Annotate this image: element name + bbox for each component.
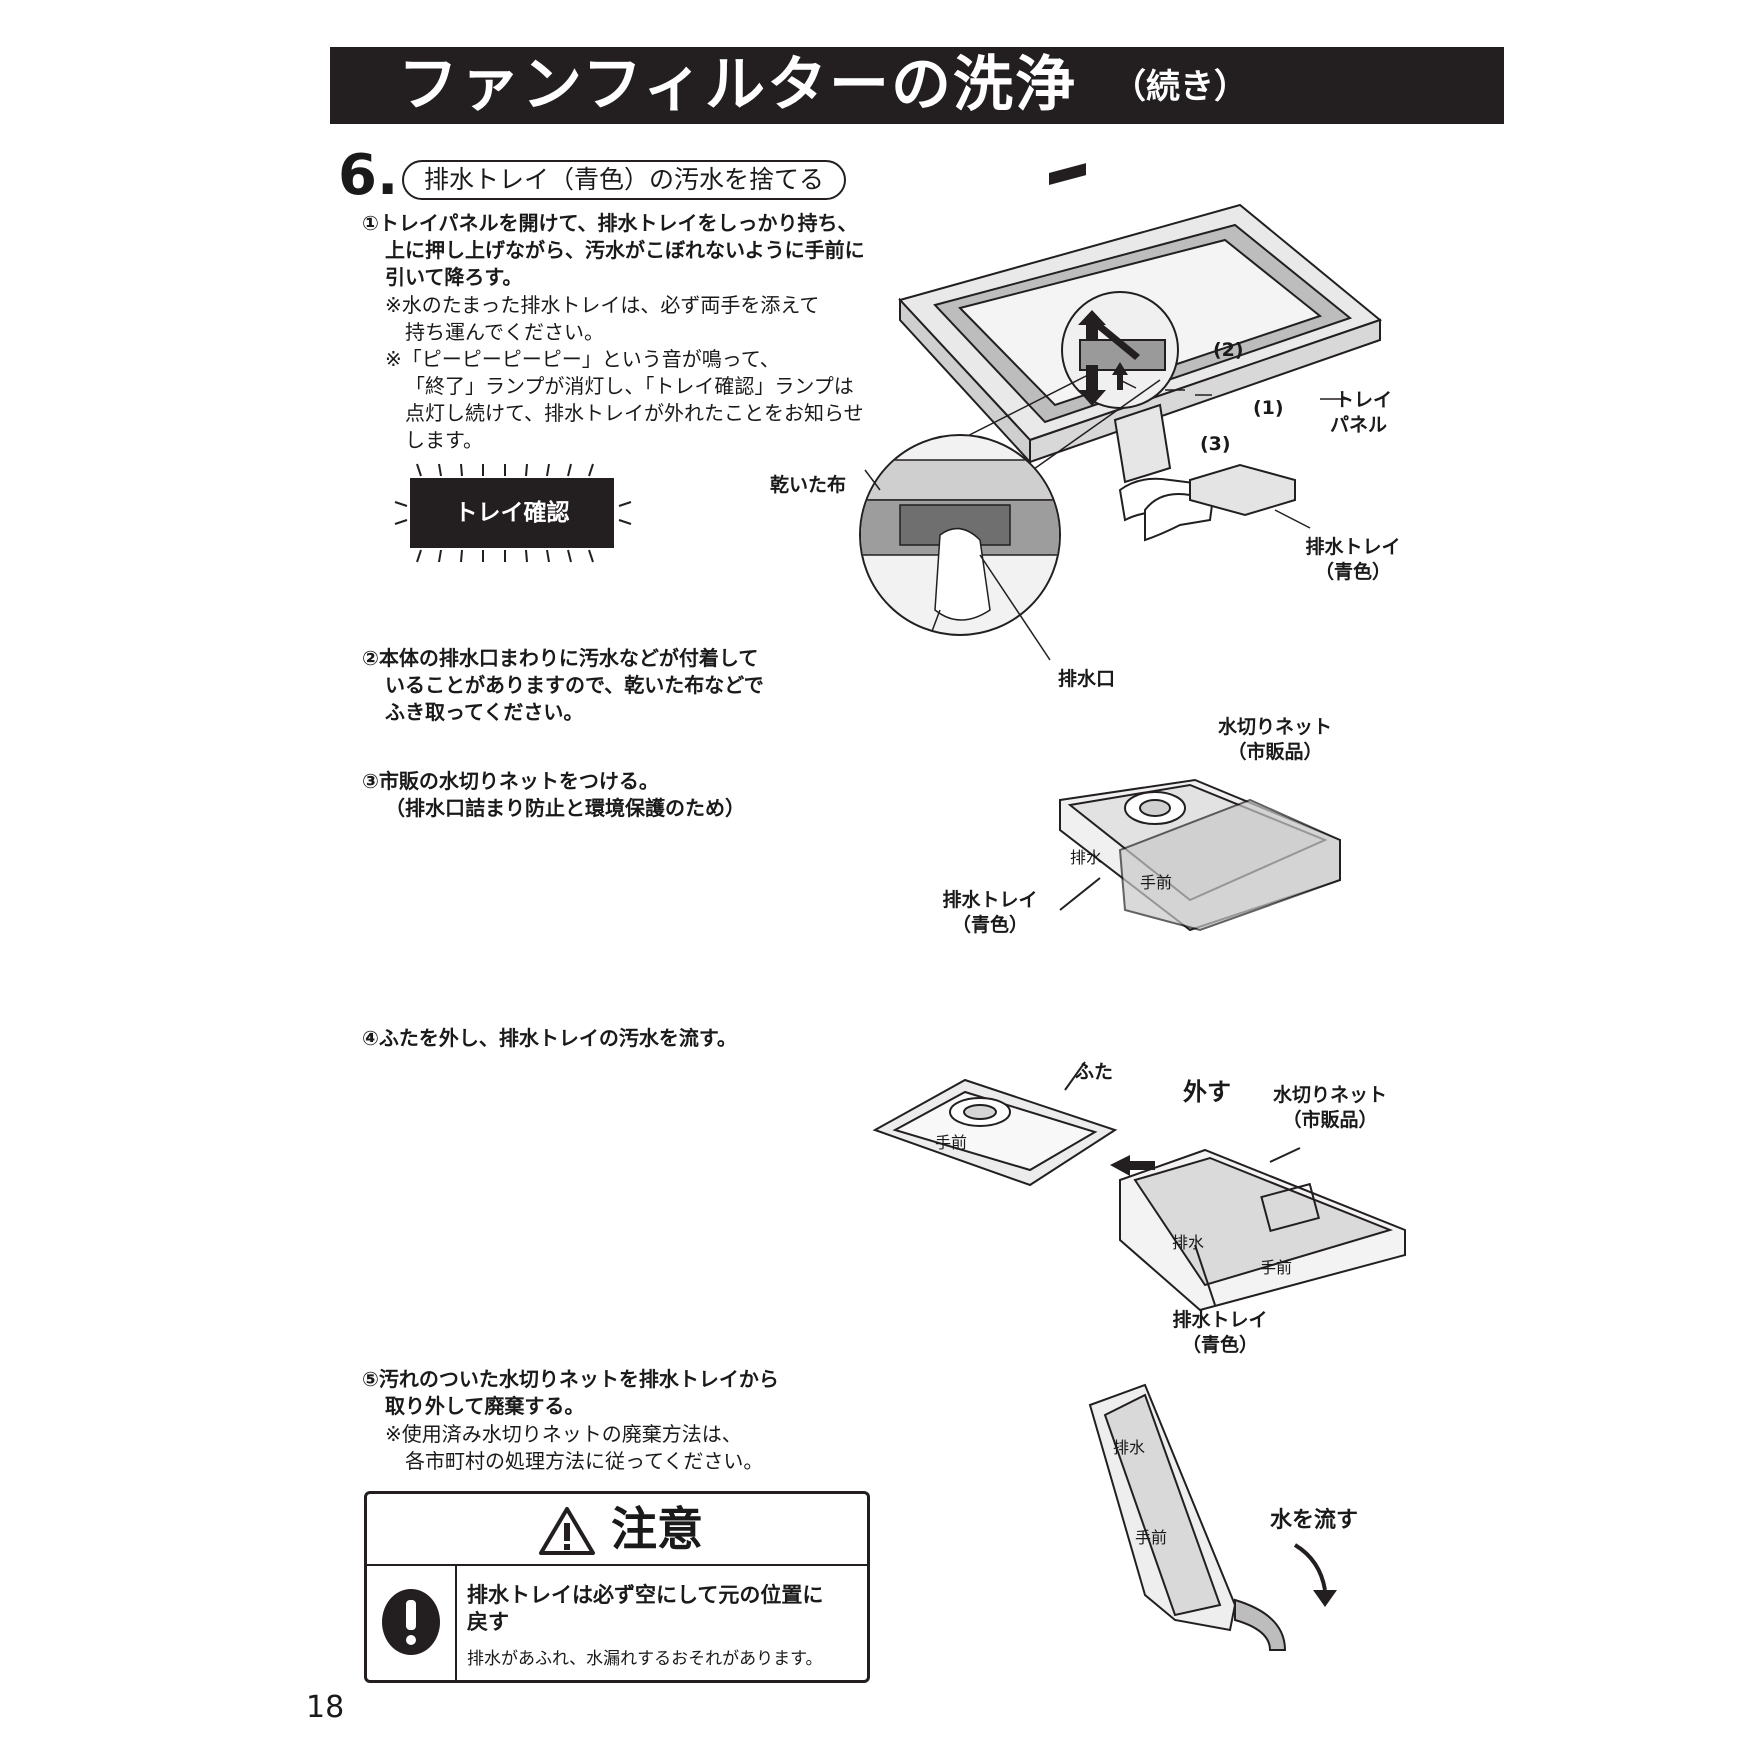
exclamation-icon	[382, 1589, 440, 1655]
caution-divider	[455, 1566, 457, 1683]
net-label-2: （市販品）	[1227, 741, 1323, 763]
caution-box: 注意 排水トレイは必ず空にして元の位置に 戻す 排水があふれ、水漏れするおそれが…	[364, 1491, 870, 1683]
item5-line2: 取り外して廃棄する。	[385, 1394, 585, 1418]
item3-line2: （排水口詰まり防止と環境保護のため）	[385, 796, 745, 820]
drain-tray-label-2: （青色）	[1314, 561, 1391, 583]
drain-port-label: 排水口	[1058, 668, 1116, 690]
step-number: 6.	[338, 143, 399, 208]
item1-note3: ※「ピーピーピーピー」という音が鳴って、	[385, 347, 780, 371]
page-number: 18	[306, 1690, 345, 1725]
pour-water-illustration	[1088, 1383, 1337, 1651]
caution-sub: 排水があふれ、水漏れするおそれがあります。	[467, 1649, 823, 1669]
item2-line2: いることがありますので、乾いた布などで	[385, 673, 764, 697]
caution-main-line1: 排水トレイは必ず空にして元の位置に	[467, 1583, 824, 1607]
caution-title: 注意	[611, 1502, 703, 1556]
arrow-3-label: (3)	[1200, 433, 1231, 455]
item1-note2: 持ち運んでください。	[405, 320, 604, 344]
item2-line3: ふき取ってください。	[385, 700, 584, 724]
fig5-tray-text-drain: 排水	[1113, 1438, 1146, 1457]
item1-note4: 「終了」ランプが消灯し、「トレイ確認」ランプは	[405, 374, 854, 398]
tray-confirm-lamp: トレイ確認	[410, 478, 614, 548]
item4-line1: ④ふたを外し、排水トレイの汚水を流す。	[362, 1026, 737, 1050]
net-on-tray-illustration	[1059, 778, 1341, 932]
item1-note5: 点灯し続けて、排水トレイが外れたことをお知らせ	[405, 401, 864, 425]
item1-line1: ①トレイパネルを開けて、排水トレイをしっかり持ち、	[362, 211, 858, 235]
item1-line2: 上に押し上げながら、汚水がこぼれないように手前に	[385, 238, 865, 262]
tray-text-drain: 排水	[1070, 848, 1103, 867]
arrow-1-label: (1)	[1253, 397, 1284, 419]
item1-note6: します。	[405, 428, 483, 452]
warning-triangle-icon	[539, 1507, 595, 1555]
tray-panel-label-1: トレイ	[1335, 389, 1393, 411]
caution-header	[367, 1494, 867, 1566]
title-bar	[330, 47, 1504, 124]
lid-label: ふた	[1075, 1061, 1114, 1083]
item5-note1: ※使用済み水切りネットの廃棄方法は、	[385, 1422, 742, 1446]
item2-line1: ②本体の排水口まわりに汚水などが付着して	[362, 646, 759, 670]
arrow-2-label: (2)	[1213, 339, 1244, 361]
fig5-tray-text-front: 手前	[1135, 1528, 1168, 1547]
lamp-rays	[394, 463, 632, 563]
fig4-tray-text-front: 手前	[1260, 1258, 1293, 1277]
lid-removal-illustration	[872, 1061, 1406, 1312]
dry-cloth-label: 乾いた布	[770, 474, 847, 496]
drain-tray-label-1: 排水トレイ	[1305, 536, 1401, 558]
fig3-tray-label-1: 排水トレイ	[942, 889, 1038, 911]
page-subtitle: （続き）	[1112, 67, 1248, 107]
lid-text-front: 手前	[935, 1133, 968, 1152]
item3-line1: ③市販の水切りネットをつける。	[362, 769, 659, 793]
item1-note1: ※水のたまった排水トレイは、必ず両手を添えて	[385, 293, 820, 317]
fig4-net-label-2: （市販品）	[1282, 1109, 1378, 1131]
item1-line3: 引いて降ろす。	[385, 265, 523, 289]
net-label-1: 水切りネット	[1217, 716, 1332, 738]
caution-main-line2: 戻す	[467, 1610, 509, 1634]
fig4-net-label-1: 水切りネット	[1272, 1084, 1387, 1106]
fig3-tray-label-2: （青色）	[951, 914, 1028, 936]
remove-label: 外す	[1183, 1078, 1231, 1106]
range-hood-illustration	[859, 163, 1383, 661]
item5-note2: 各市町村の処理方法に従ってください。	[405, 1449, 764, 1473]
tray-panel-label-2: パネル	[1330, 414, 1388, 436]
fig4-tray-label-2: （青色）	[1181, 1334, 1258, 1356]
tray-text-front: 手前	[1140, 873, 1173, 892]
item5-line1: ⑤汚れのついた水切りネットを排水トレイから	[362, 1367, 779, 1391]
fig4-tray-text-drain: 排水	[1172, 1233, 1205, 1252]
fig4-tray-label-1: 排水トレイ	[1172, 1309, 1268, 1331]
step-title: 排水トレイ（青色）の汚水を捨てる	[402, 160, 846, 200]
pour-water-label: 水を流す	[1270, 1508, 1359, 1533]
page-title: ファンフィルターの洗浄	[398, 50, 1077, 120]
